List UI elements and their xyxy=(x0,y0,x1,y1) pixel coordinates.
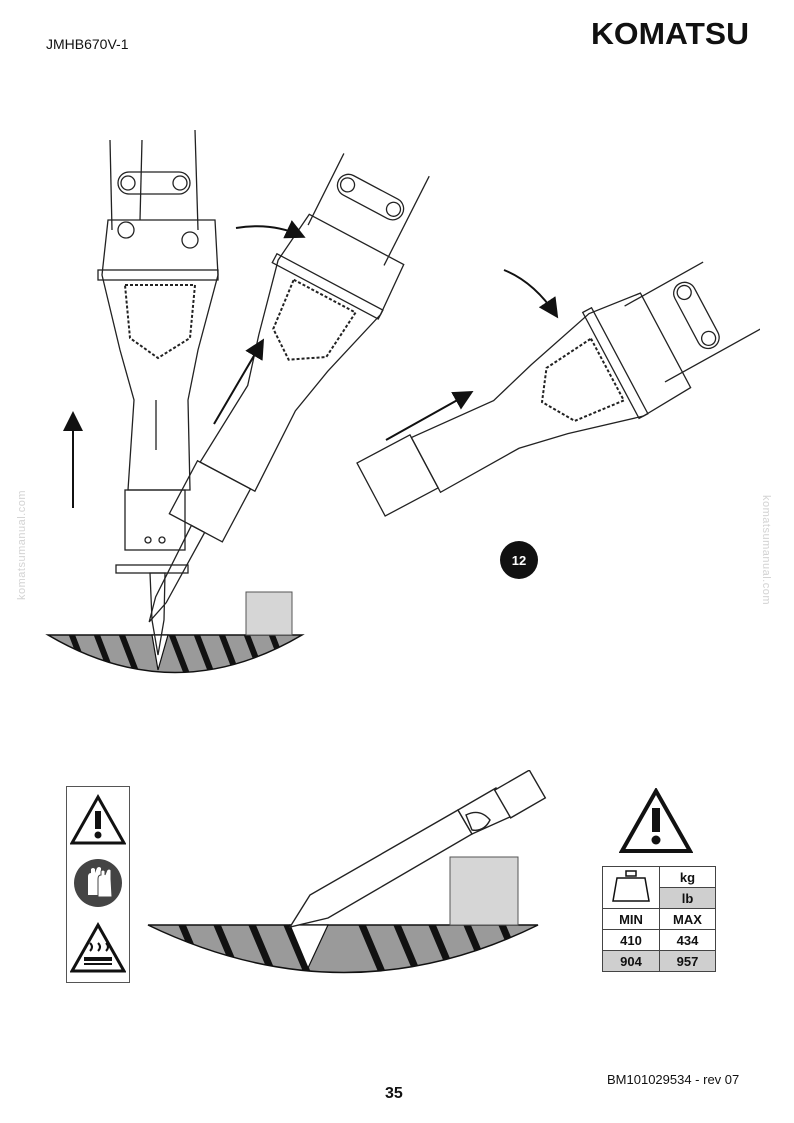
arrow-up-right xyxy=(213,338,265,425)
watermark-right: komatsumanual.com xyxy=(760,495,774,635)
safety-icons-panel xyxy=(66,786,130,983)
watermark-text: komatsumanual.com xyxy=(16,490,28,600)
kg-min-value: 410 xyxy=(602,929,660,951)
arrow-right xyxy=(385,391,474,441)
max-header: MAX xyxy=(659,908,716,930)
brand-text: KOMATSU xyxy=(591,16,749,50)
lb-min-value: 904 xyxy=(602,950,660,972)
breaker-horizontal xyxy=(356,261,762,517)
document-number: BM101029534 - rev 07 xyxy=(607,1072,740,1087)
watermark-text: komatsumanual.com xyxy=(760,495,772,605)
kg-max-value: 434 xyxy=(659,929,716,951)
chisel-tool xyxy=(288,769,547,929)
breaker-tilted xyxy=(148,153,430,623)
figure-number-badge: 12 xyxy=(500,541,538,579)
warning-icon xyxy=(69,793,127,849)
lb-max-value: 957 xyxy=(659,950,716,972)
unit-kg: kg xyxy=(659,866,716,888)
breaker-positioning-illustration xyxy=(40,110,762,700)
unit-lb: lb xyxy=(659,887,716,909)
rock-block-bottom xyxy=(449,856,519,926)
min-header: MIN xyxy=(602,908,660,930)
chisel-angle-illustration xyxy=(140,769,560,1010)
weight-icon-cell xyxy=(602,866,660,909)
weight-table: kg lb MIN MAX 410 434 904 957 xyxy=(602,866,716,972)
breaker-vertical xyxy=(97,129,219,656)
komatsu-logo: KOMATSU xyxy=(591,16,751,51)
arrow-rotate-1 xyxy=(235,220,306,239)
hot-surface-icon xyxy=(69,921,127,977)
page-number: 35 xyxy=(385,1085,403,1102)
motion-arrows xyxy=(63,220,559,508)
warning-icon-large xyxy=(618,786,694,854)
arrow-rotate-2 xyxy=(503,269,559,319)
rock-block xyxy=(245,591,293,636)
weight-icon xyxy=(612,870,650,902)
model-code: JMHB670V-1 xyxy=(46,36,129,52)
gloves-icon xyxy=(70,855,126,911)
watermark-left: komatsumanual.com xyxy=(16,490,30,640)
ground-hatching xyxy=(45,634,305,674)
